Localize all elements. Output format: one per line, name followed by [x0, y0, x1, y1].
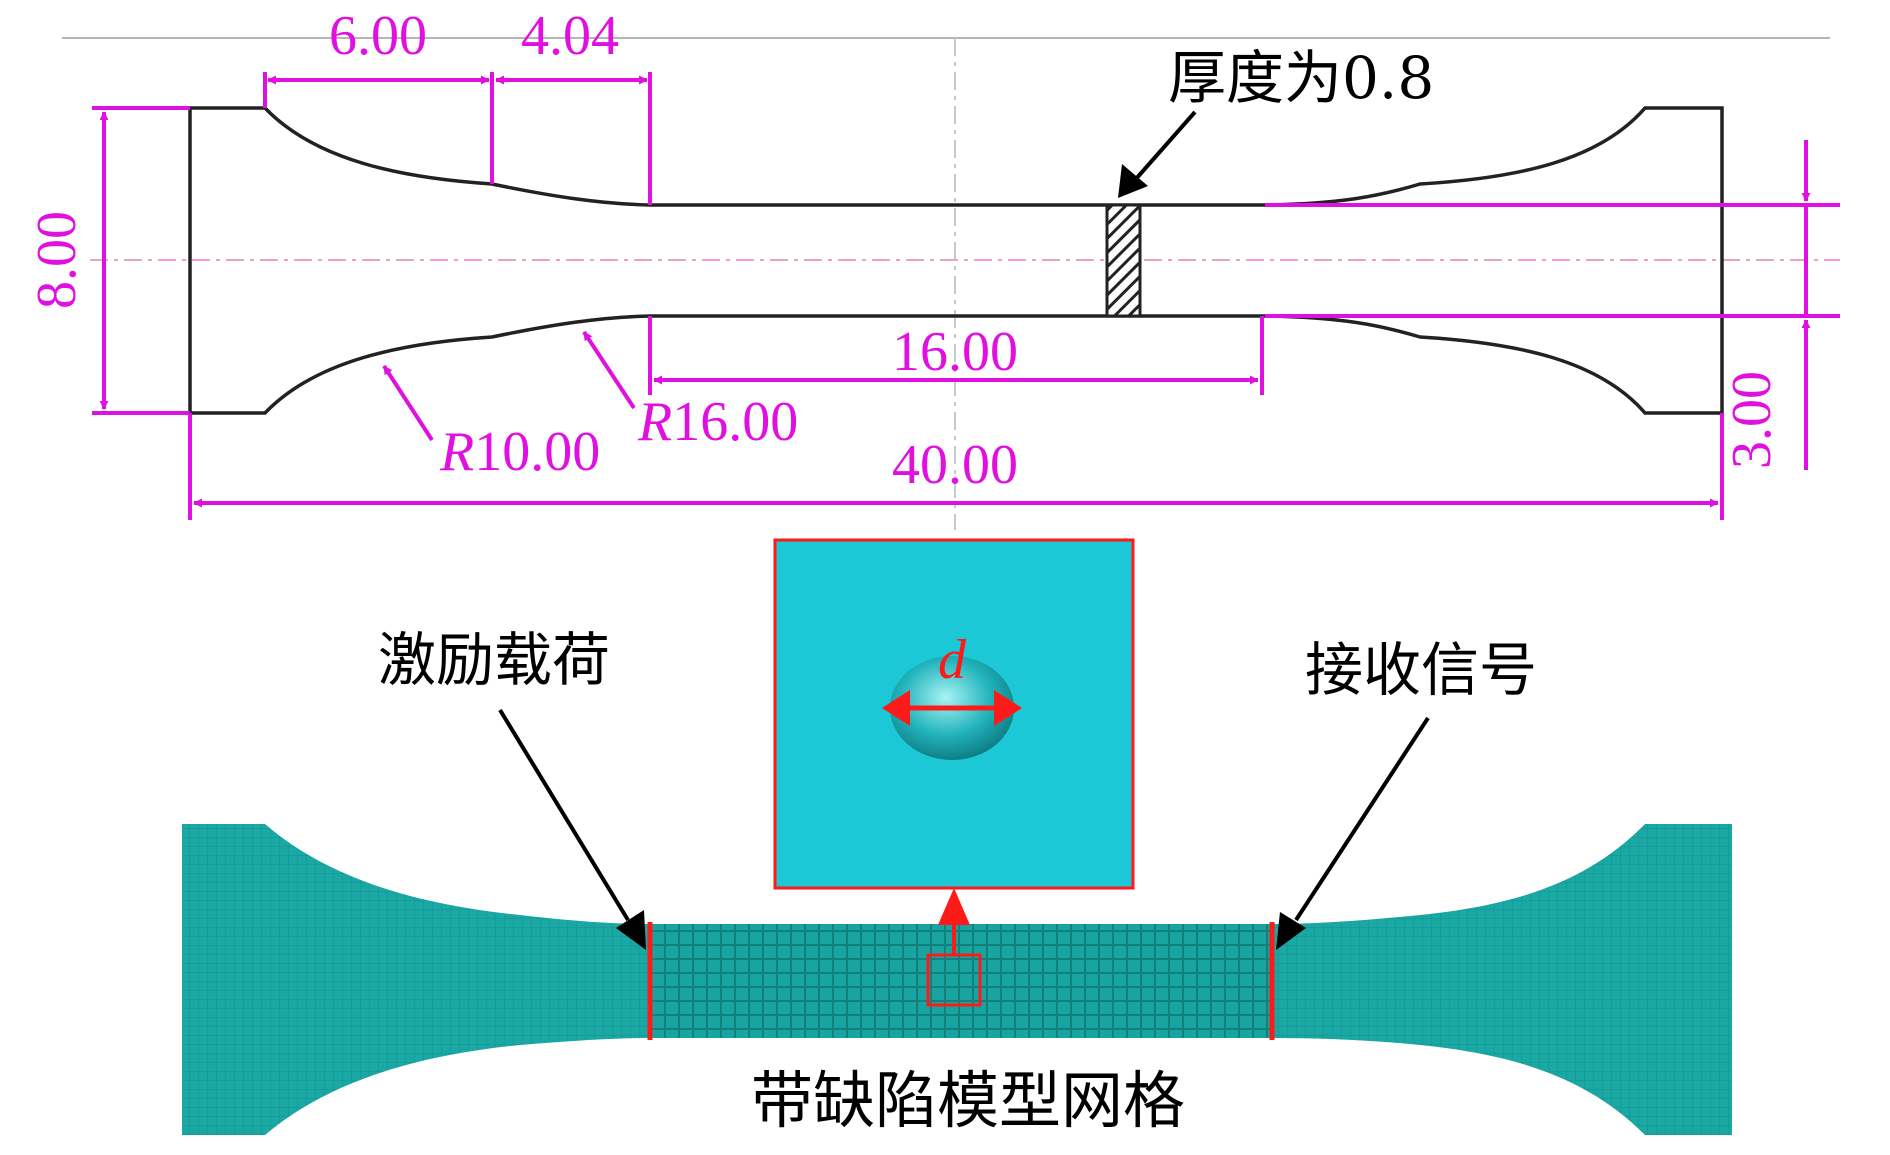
radius-10: R10.00: [382, 364, 600, 483]
receive-label: 接收信号: [1305, 636, 1537, 704]
defect-diameter-label: d: [938, 629, 967, 691]
radius-label-16: R16.00: [637, 391, 798, 453]
dim-label-4: 4.04: [521, 5, 619, 67]
diameter-arrow-right-head: [994, 690, 1022, 726]
diameter-arrow-left-head: [882, 690, 910, 726]
radius-16: R16.00: [582, 330, 798, 453]
dim-3: 3.00: [1265, 140, 1840, 470]
dim-label-8: 8.00: [26, 211, 88, 309]
radius-label-10: R10.00: [439, 421, 600, 483]
dim-label-3: 3.00: [1721, 371, 1783, 469]
thickness-section: [1105, 203, 1142, 318]
excitation-arrow-head: [616, 910, 646, 950]
zoom-arrow-head: [938, 888, 970, 925]
dim-40: 40.00: [188, 413, 1724, 520]
dim-label-6: 6.00: [329, 5, 427, 67]
gauge-section-mesh: [650, 924, 1272, 1038]
receive-arrow-head: [1276, 912, 1306, 950]
receive-arrow: [1294, 716, 1430, 922]
thickness-label: 厚度为0.8: [1168, 44, 1434, 112]
technical-drawing: 6.00 4.04 8.00 16.00 40.00: [26, 5, 1840, 530]
dim-label-16: 16.00: [892, 321, 1018, 383]
dim-6: 6.00: [263, 5, 494, 184]
mesh-model: d 激励载荷 接收信号 带缺陷模型网格: [182, 538, 1732, 1137]
mesh-caption: 带缺陷模型网格: [751, 1064, 1185, 1137]
excitation-label: 激励载荷: [378, 626, 610, 694]
dim-8: 8.00: [26, 106, 190, 415]
thickness-annotation: 厚度为0.8: [1118, 44, 1434, 198]
dim-4: 4.04: [495, 5, 652, 205]
dim-16: 16.00: [648, 316, 1264, 395]
dim-label-40: 40.00: [892, 434, 1018, 496]
excitation-arrow: [498, 708, 630, 922]
